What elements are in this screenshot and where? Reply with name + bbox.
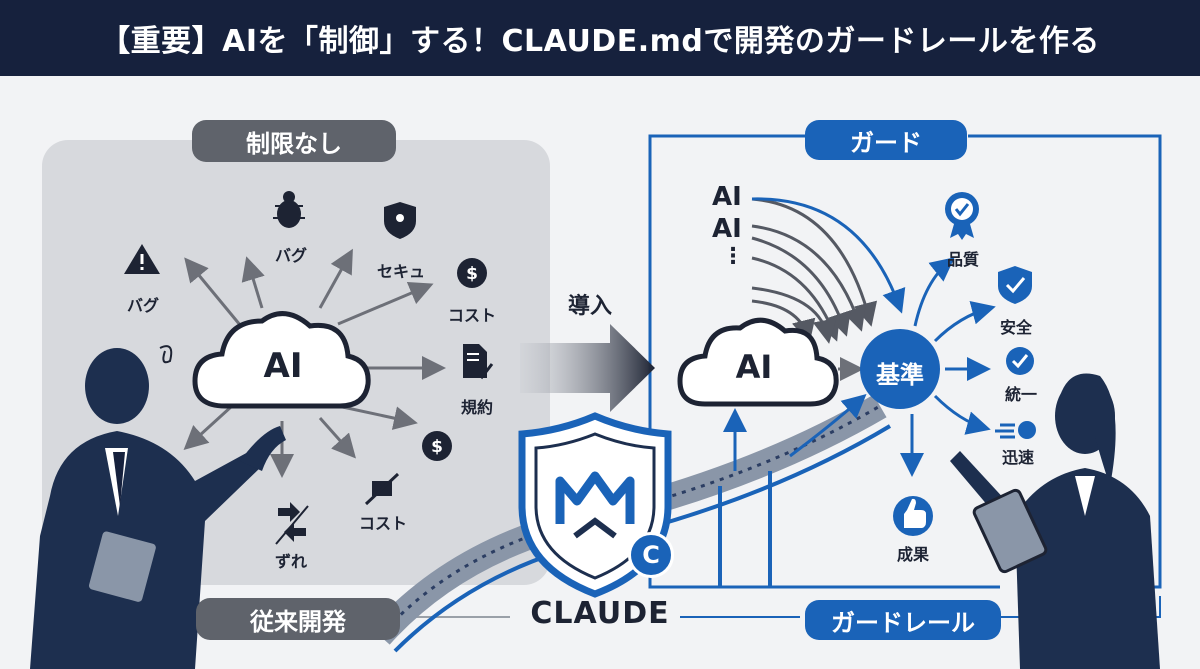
diagram-graphics: $ $ xyxy=(30,134,1162,669)
left-ai-cloud xyxy=(192,311,371,409)
warning-icon xyxy=(124,244,160,274)
quality-label: 品質 xyxy=(946,250,979,269)
bug-label-2: バグ xyxy=(274,246,307,265)
document-check-icon xyxy=(463,344,494,380)
outcome-arrows xyxy=(900,257,996,477)
dollar-icon: $ xyxy=(457,258,487,288)
unify-check-icon xyxy=(1006,347,1034,375)
guard-label: ガード xyxy=(805,120,967,160)
speed-label: 迅速 xyxy=(1001,448,1034,467)
input-ai-2: AI xyxy=(712,214,742,244)
drift-label: ずれ xyxy=(274,552,307,571)
bug-icon xyxy=(273,191,305,228)
right-ai-text: AI xyxy=(735,348,773,386)
traditional-dev-label: 従来開発 xyxy=(196,598,400,640)
header-banner: 【重要】AIを「制御」する！CLAUDE.mdで開発のガードレールを作る xyxy=(0,0,1200,76)
guardrail-label: ガードレール xyxy=(805,600,1001,640)
result-label: 成果 xyxy=(896,545,929,564)
unify-label: 統一 xyxy=(1004,385,1037,404)
thumbs-up-icon xyxy=(893,496,933,536)
speed-icon xyxy=(995,421,1036,439)
right-panel-frame xyxy=(648,134,1000,589)
claude-c-badge: C xyxy=(628,532,674,578)
input-ellipsis: ⋮ xyxy=(722,244,744,269)
rules-label: 規約 xyxy=(460,398,493,417)
standard-text: 基準 xyxy=(876,361,924,389)
left-businessman xyxy=(30,348,286,669)
unrestricted-label: 制限なし xyxy=(192,120,396,162)
svg-text:$: $ xyxy=(466,264,478,284)
misalign-icon xyxy=(275,502,309,545)
input-ai-1: AI xyxy=(712,182,742,212)
safety-label: 安全 xyxy=(999,318,1032,337)
right-ai-cloud xyxy=(677,317,839,407)
input-arrows xyxy=(751,197,878,344)
cost-label-2: コスト xyxy=(358,514,407,533)
svg-text:$: $ xyxy=(431,437,443,457)
page-title: 【重要】AIを「制御」する！CLAUDE.mdで開発のガードレールを作る xyxy=(100,24,1100,59)
introduce-label: 導入 xyxy=(568,294,613,319)
diagram-canvas: $ $ xyxy=(0,76,1200,669)
standard-node xyxy=(860,329,940,409)
cost-slash-icon xyxy=(364,472,400,506)
bug-label-1: バグ xyxy=(126,296,159,315)
quality-badge-icon xyxy=(945,192,979,240)
cost-label-1: コスト xyxy=(447,306,496,325)
lock-shield-icon xyxy=(384,202,416,239)
dollar-icon-2: $ xyxy=(422,431,452,461)
security-label: セキュ xyxy=(376,262,425,281)
safety-shield-icon xyxy=(998,266,1032,304)
introduce-arrow xyxy=(520,324,655,412)
chaos-arrows xyxy=(183,248,446,478)
claude-logo-text: CLAUDE xyxy=(530,596,670,631)
left-ai-text: AI xyxy=(263,346,303,386)
